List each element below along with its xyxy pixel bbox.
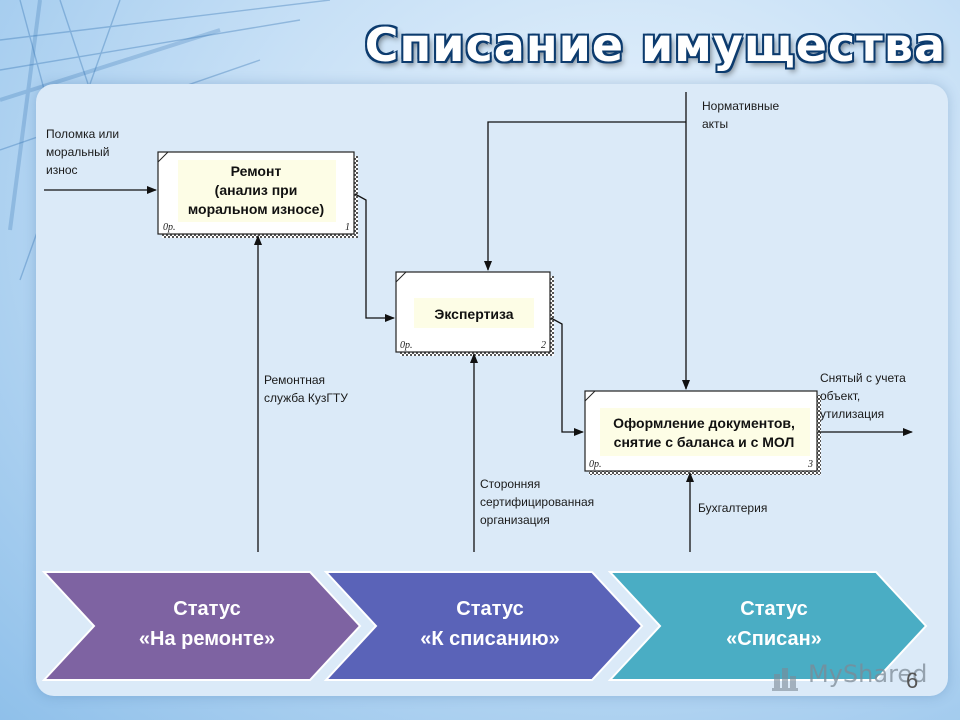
box-code: 0р. bbox=[163, 222, 176, 233]
flow-arrow bbox=[354, 193, 395, 322]
svg-text:Бухгалтерия: Бухгалтерия bbox=[698, 501, 767, 515]
box-number: 1 bbox=[345, 222, 350, 233]
svg-text:износ: износ bbox=[46, 163, 78, 177]
process-box-expertise: Экспертиза 0р. 2 bbox=[395, 271, 554, 356]
arrow-label-accounting: Бухгалтерия bbox=[698, 501, 767, 515]
status-chevron-write-off: Статус «К списанию» bbox=[323, 571, 644, 681]
svg-text:«Списан»: «Списан» bbox=[726, 628, 822, 650]
box-title-line: Оформление документов, bbox=[613, 415, 795, 431]
arrow-label-third-party: Сторонняя сертифицированная организация bbox=[480, 477, 594, 527]
box-title-line: Ремонт bbox=[231, 163, 282, 179]
flow-arrow bbox=[550, 317, 584, 436]
page-number: 6 bbox=[906, 668, 919, 693]
box-title-line: моральном износе) bbox=[188, 201, 324, 217]
box-title-line: (анализ при bbox=[215, 182, 298, 198]
arrow-label-output: Снятый с учета объект, утилизация bbox=[820, 371, 906, 421]
svg-text:Нормативные: Нормативные bbox=[702, 99, 780, 113]
svg-text:акты: акты bbox=[702, 117, 728, 131]
svg-text:«К списанию»: «К списанию» bbox=[420, 628, 559, 650]
svg-text:Поломка или: Поломка или bbox=[46, 127, 119, 141]
svg-text:организация: организация bbox=[480, 513, 550, 527]
process-box-repair: Ремонт (анализ при моральном износе) 0р.… bbox=[157, 151, 358, 238]
svg-text:сертифицированная: сертифицированная bbox=[480, 495, 594, 509]
svg-text:Статус: Статус bbox=[173, 598, 240, 620]
svg-text:«На ремонте»: «На ремонте» bbox=[139, 628, 275, 650]
watermark-text: MyShared bbox=[808, 660, 928, 688]
svg-text:Статус: Статус bbox=[740, 598, 807, 620]
arrow-label-control: Нормативные акты bbox=[702, 99, 780, 131]
box-title-line: Экспертиза bbox=[434, 306, 513, 322]
svg-text:утилизация: утилизация bbox=[820, 407, 884, 421]
slide-title: Списание имущества bbox=[364, 18, 946, 72]
svg-text:объект,: объект, bbox=[820, 389, 860, 403]
watermark-logo-icon bbox=[772, 668, 798, 691]
svg-text:Статус: Статус bbox=[456, 598, 523, 620]
box-title-line: снятие с баланса и с МОЛ bbox=[614, 434, 795, 450]
svg-text:Сторонняя: Сторонняя bbox=[480, 477, 540, 491]
status-chevron-repair: Статус «На ремонте» bbox=[41, 571, 362, 681]
box-code: 0р. bbox=[589, 459, 602, 470]
arrow-label-input: Поломка или моральный износ bbox=[46, 127, 119, 177]
arrow-label-repair-service: Ремонтная служба КузГТУ bbox=[264, 373, 348, 405]
svg-text:Ремонтная: Ремонтная bbox=[264, 373, 325, 387]
svg-text:Снятый с учета: Снятый с учета bbox=[820, 371, 906, 385]
box-code: 0р. bbox=[400, 340, 413, 351]
svg-text:моральный: моральный bbox=[46, 145, 109, 159]
box-number: 2 bbox=[541, 340, 546, 351]
status-chevron-written-off: Статус «Списан» bbox=[607, 571, 928, 681]
svg-text:служба КузГТУ: служба КузГТУ bbox=[264, 391, 348, 405]
box-number: 3 bbox=[807, 459, 813, 470]
control-arrow bbox=[484, 121, 686, 271]
process-box-documents: Оформление документов, снятие с баланса … bbox=[584, 390, 821, 475]
